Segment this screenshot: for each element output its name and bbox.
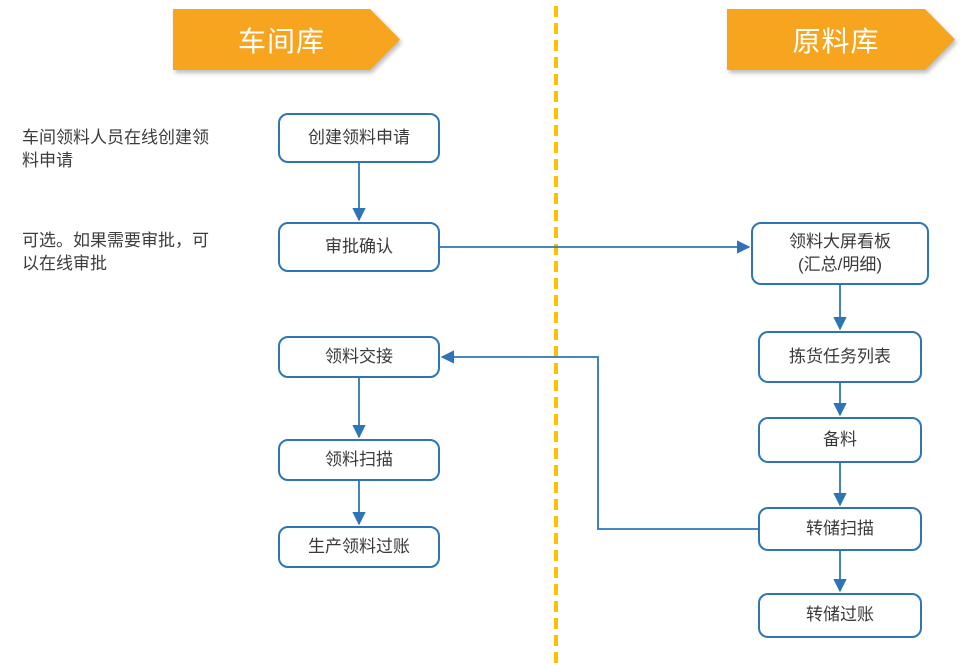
node-transfer-post: 转储过账: [758, 593, 922, 638]
node-transfer-scan: 转储扫描: [758, 507, 922, 551]
lane-banner-raw-material-shape: 原料库: [727, 9, 955, 70]
lane-banner-workshop: 车间库: [173, 9, 400, 70]
node-prepare: 备料: [758, 417, 922, 463]
lane-banner-workshop-shape: 车间库: [173, 9, 400, 70]
lane-banner-workshop-label: 车间库: [237, 25, 325, 57]
connector-transferscan-to-handover: [440, 350, 758, 530]
node-create-request: 创建领料申请: [278, 113, 440, 163]
lane-banner-raw-material: 原料库: [727, 9, 955, 70]
node-approve: 审批确认: [278, 222, 440, 272]
annotation-approve-note: 可选。如果需要审批，可 以在线审批: [22, 231, 209, 273]
node-material-post: 生产领料过账: [278, 526, 440, 568]
annotation-create-note: 车间领料人员在线创建领 料申请: [22, 128, 209, 170]
node-material-scan: 领料扫描: [278, 439, 440, 481]
node-board: 领料大屏看板 (汇总/明细): [751, 222, 929, 285]
node-handover: 领料交接: [278, 336, 440, 378]
lane-banner-raw-material-label: 原料库: [792, 25, 880, 57]
node-pick-list: 拣货任务列表: [758, 331, 922, 383]
